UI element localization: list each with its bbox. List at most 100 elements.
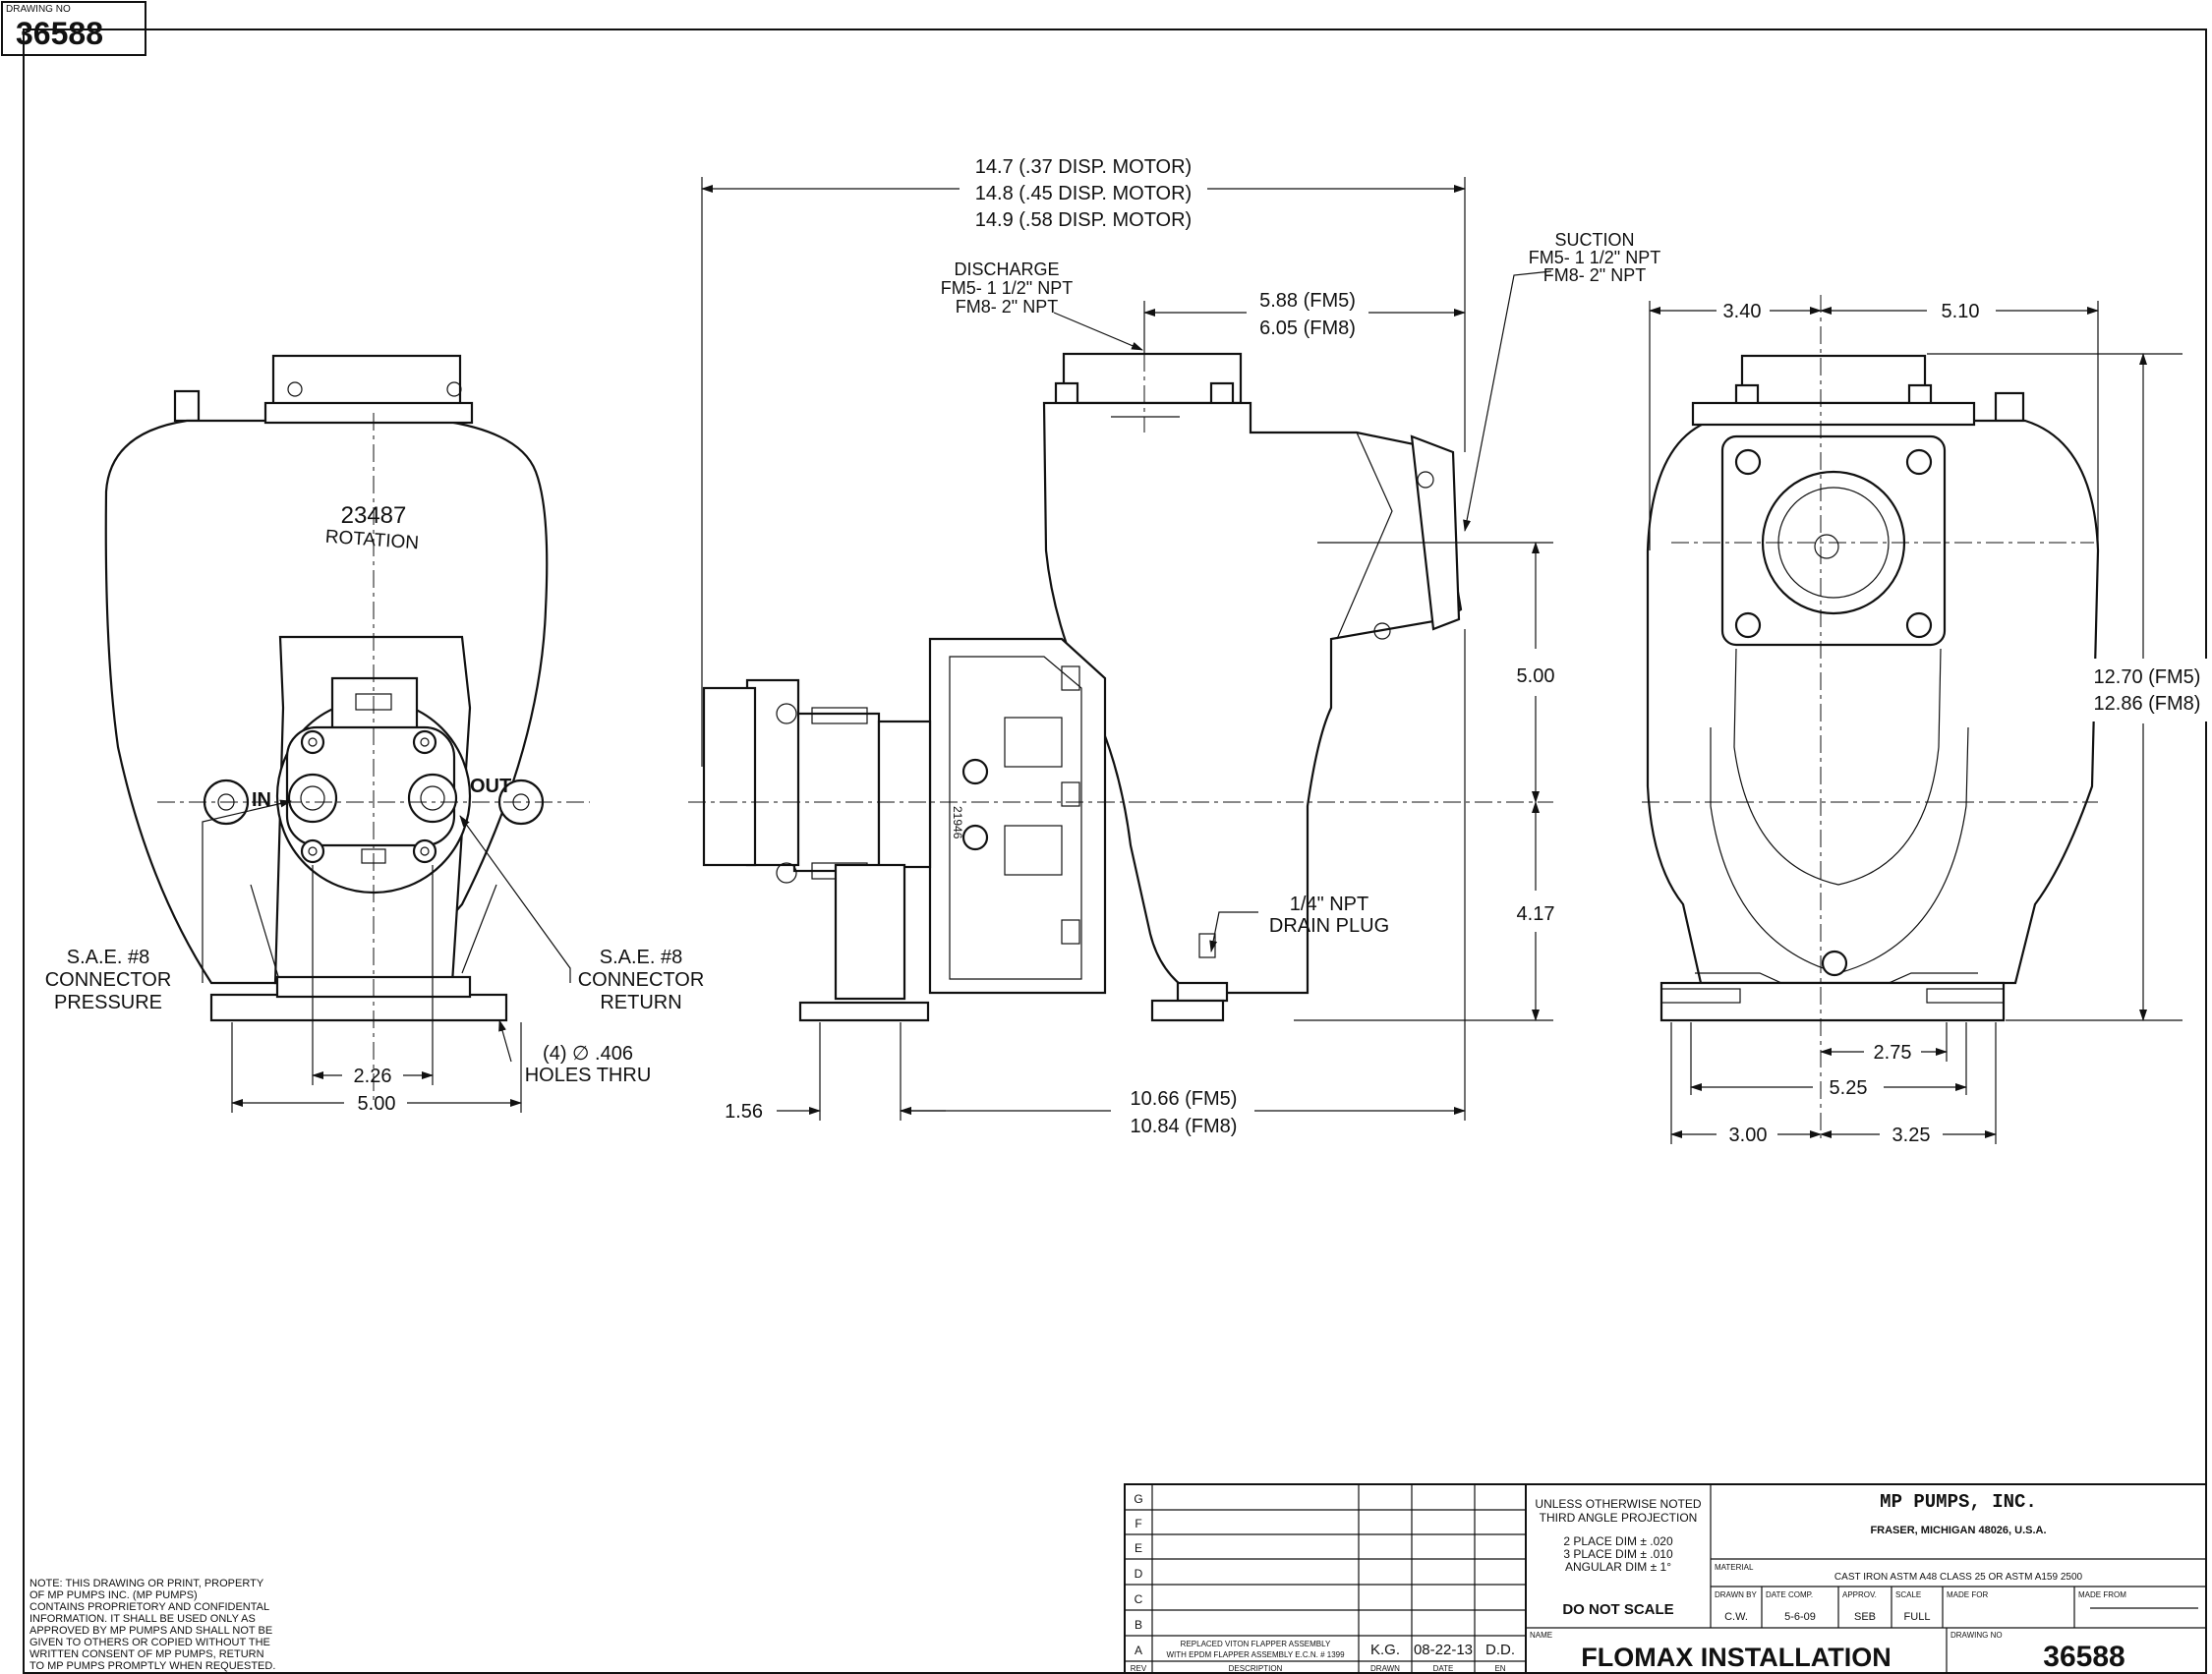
dim-overall-length-37: 14.7 (.37 DISP. MOTOR): [975, 156, 1192, 178]
title-block: UNLESS OTHERWISE NOTED THIRD ANGLE PROJE…: [1525, 1483, 2207, 1674]
rev-row-d: D: [1135, 1567, 1143, 1581]
side-view: 21946 14.7 (.37 DISP. MOTOR) 14.8 (.45 D…: [688, 151, 1660, 1137]
note-line-6: GIVEN TO OTHERS OR COPIED WITHOUT THE: [29, 1637, 270, 1648]
dim-overall-length-45: 14.8 (.45 DISP. MOTOR): [975, 183, 1192, 204]
discharge-label: DISCHARGE: [954, 260, 1059, 279]
do-not-scale: DO NOT SCALE: [1562, 1601, 1673, 1618]
note-line-8: TO MP PUMPS PROMPTLY WHEN REQUESTED.: [29, 1660, 275, 1672]
tolerance-3-place: 3 PLACE DIM ± .010: [1563, 1547, 1673, 1561]
callout-pressure-line-2: CONNECTOR: [45, 969, 172, 991]
dim-end-height-fm5: 12.70 (FM5): [2094, 666, 2201, 688]
drain-plug-label: DRAIN PLUG: [1269, 915, 1389, 937]
callout-return-line-2: CONNECTOR: [578, 969, 705, 991]
discharge-fm5: FM5- 1 1/2" NPT: [941, 278, 1073, 298]
drawing-no-label: DRAWING NO: [1950, 1631, 2003, 1640]
drawing-number: 36588: [2043, 1641, 2125, 1673]
suction-fm5: FM5- 1 1/2" NPT: [1529, 248, 1660, 267]
dim-overall-length-58: 14.9 (.58 DISP. MOTOR): [975, 209, 1192, 231]
tolerance-note-1: UNLESS OTHERWISE NOTED: [1535, 1497, 1701, 1511]
note-line-2: OF MP PUMPS INC. (MP PUMPS): [29, 1589, 198, 1601]
rev-row-e: E: [1135, 1541, 1142, 1555]
rev-a-en: D.D.: [1485, 1642, 1515, 1658]
callout-holes-line-2: HOLES THRU: [525, 1065, 652, 1086]
date-comp-value: 5-6-09: [1784, 1611, 1816, 1623]
made-from-label: MADE FROM: [2078, 1590, 2126, 1599]
dim-lower-height: 4.17: [1517, 903, 1555, 925]
dim-end-inner-width: 2.75: [1874, 1042, 1912, 1064]
drawn-by-label: DRAWN BY: [1715, 1590, 1757, 1599]
rev-header-rev: REV: [1131, 1664, 1147, 1673]
discharge-fm8: FM8- 2" NPT: [956, 297, 1058, 317]
rev-a-date: 08-22-13: [1414, 1642, 1473, 1658]
date-comp-label: DATE COMP.: [1766, 1590, 1813, 1599]
note-line-5: APPROVED BY MP PUMPS AND SHALL NOT BE: [29, 1625, 272, 1637]
callout-pressure-line-1: S.A.E. #8: [67, 947, 150, 968]
rev-a-description-1: REPLACED VITON FLAPPER ASSEMBLY: [1181, 1640, 1331, 1648]
approv-label: APPROV.: [1842, 1590, 1877, 1599]
rev-a-drawn: K.G.: [1370, 1642, 1400, 1658]
confidentiality-note: NOTE: THIS DRAWING OR PRINT, PROPERTY OF…: [29, 1578, 275, 1672]
scale-label: SCALE: [1895, 1590, 1921, 1599]
front-view: 23487 ROTATION IN OUT: [45, 354, 705, 1115]
dim-end-right-base: 3.25: [1892, 1125, 1931, 1146]
sheet-border: [23, 29, 2207, 1674]
name-label: NAME: [1530, 1631, 1552, 1640]
scale-value: FULL: [1904, 1611, 1931, 1623]
callout-holes: (4) ∅ .406 HOLES THRU: [525, 1043, 652, 1086]
dim-end-height-fm8: 12.86 (FM8): [2094, 693, 2201, 715]
dim-base-length-fm5: 10.66 (FM5): [1131, 1088, 1238, 1110]
rev-header-en: EN: [1494, 1664, 1505, 1673]
suction-fm8: FM8- 2" NPT: [1543, 265, 1646, 285]
dim-end-right-width: 5.10: [1942, 301, 1980, 322]
rev-header-drawn: DRAWN: [1370, 1664, 1400, 1673]
tolerance-angular: ANGULAR DIM ± 1°: [1565, 1560, 1671, 1574]
callout-pressure-line-3: PRESSURE: [54, 992, 162, 1013]
dim-end-mid-width: 5.25: [1830, 1077, 1868, 1099]
callout-return: S.A.E. #8 CONNECTOR RETURN: [578, 947, 705, 1013]
callout-holes-line-1: (4) ∅ .406: [543, 1043, 633, 1065]
note-line-1: NOTE: THIS DRAWING OR PRINT, PROPERTY: [29, 1578, 264, 1589]
company-name: MP PUMPS, INC.: [1880, 1491, 2037, 1513]
rev-row-f: F: [1135, 1517, 1141, 1530]
tolerance-note-2: THIRD ANGLE PROJECTION: [1540, 1511, 1698, 1525]
end-view: 3.40 5.10 12.70 (FM5) 12.86 (FM8) 2.75 5…: [1642, 295, 2208, 1146]
suction-label: SUCTION: [1555, 230, 1635, 250]
rev-header-date: DATE: [1433, 1664, 1454, 1673]
note-line-4: INFORMATION. IT SHALL BE USED ONLY AS: [29, 1613, 256, 1625]
callout-pressure: S.A.E. #8 CONNECTOR PRESSURE: [45, 947, 172, 1013]
dim-base-length-fm8: 10.84 (FM8): [1131, 1116, 1238, 1137]
dim-end-left-base: 3.00: [1729, 1125, 1768, 1146]
corner-label: DRAWING NO: [6, 4, 71, 15]
dim-upper-height: 5.00: [1517, 665, 1555, 687]
dim-flange: 1.56: [725, 1101, 763, 1123]
rev-row-a: A: [1135, 1644, 1142, 1657]
material-value: CAST IRON ASTM A48 CLASS 25 OR ASTM A159…: [1834, 1572, 2083, 1583]
dim-front-inner: 2.26: [354, 1066, 392, 1087]
note-line-3: CONTAINS PROPRIETORY AND CONFIDENTAL: [29, 1601, 269, 1613]
dim-discharge-fm8: 6.05 (FM8): [1259, 317, 1356, 339]
callout-return-line-1: S.A.E. #8: [600, 947, 683, 968]
corner-number: 36588: [16, 16, 103, 51]
rev-row-b: B: [1135, 1618, 1142, 1632]
company-address: FRASER, MICHIGAN 48026, U.S.A.: [1870, 1525, 2046, 1536]
dim-end-left-width: 3.40: [1723, 301, 1762, 322]
drawing-name: FLOMAX INSTALLATION: [1581, 1643, 1891, 1672]
drain-plug-size: 1/4" NPT: [1290, 894, 1368, 915]
motor-label: 21946: [951, 806, 964, 839]
material-label: MATERIAL: [1715, 1563, 1754, 1572]
corner-drawing-number: DRAWING NO 36588: [1, 1, 146, 56]
callout-return-line-3: RETURN: [600, 992, 681, 1013]
approv-value: SEB: [1854, 1611, 1876, 1623]
made-for-label: MADE FOR: [1947, 1590, 1988, 1599]
drawn-by-value: C.W.: [1724, 1611, 1748, 1623]
note-line-7: WRITTEN CONSENT OF MP PUMPS, RETURN: [29, 1648, 264, 1660]
rev-a-description-2: WITH EPDM FLAPPER ASSEMBLY E.C.N. # 1399: [1166, 1650, 1345, 1659]
dim-front-outer: 5.00: [358, 1093, 396, 1115]
tolerance-2-place: 2 PLACE DIM ± .020: [1563, 1534, 1673, 1548]
rev-row-g: G: [1134, 1492, 1142, 1506]
rev-row-c: C: [1135, 1592, 1143, 1606]
port-in-label: IN: [252, 789, 271, 811]
revision-block: G F E D C B A REPLACED VITON FLAPPER ASS…: [1124, 1483, 1527, 1674]
rev-header-description: DESCRIPTION: [1229, 1664, 1283, 1673]
